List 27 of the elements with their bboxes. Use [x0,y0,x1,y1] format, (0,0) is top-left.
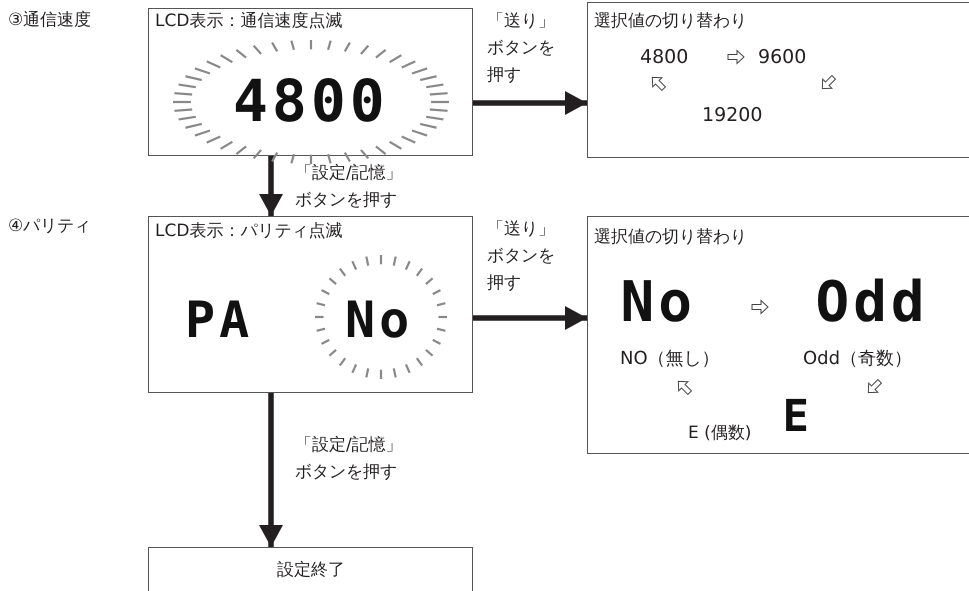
box-title: 設定終了 [277,560,345,580]
box-title: 選択値の切り替わり [594,11,747,31]
lcd-readout: PA [185,295,254,345]
arrow [259,156,283,216]
value-text: NO（無し） [620,349,720,369]
value-text: 9600 [758,47,806,67]
lcd-readout: Odd [816,275,929,331]
box-title: 選択値の切り替わり [594,227,747,247]
value-text: 4800 [640,47,688,67]
lcd-readout: 4800 [233,72,389,130]
lcd-readout: No [620,275,696,331]
value-text: Odd（奇数） [803,349,912,369]
step-heading: ④パリティ [8,216,92,236]
lcd-readout: No [345,295,414,345]
display-box [148,216,473,393]
arrow [259,393,283,547]
value-text: 19200 [702,105,762,125]
box-title: LCD表示：通信速度点滅 [155,11,342,31]
end-box [148,547,473,591]
arrow [473,91,587,115]
arrow [473,306,587,330]
lcd-readout: E [782,395,813,439]
display-box [587,216,969,454]
value-text: E (偶数) [688,423,752,443]
box-title: LCD表示：パリティ点滅 [155,221,342,241]
display-box [587,2,969,158]
step-heading: ③通信速度 [8,10,92,30]
